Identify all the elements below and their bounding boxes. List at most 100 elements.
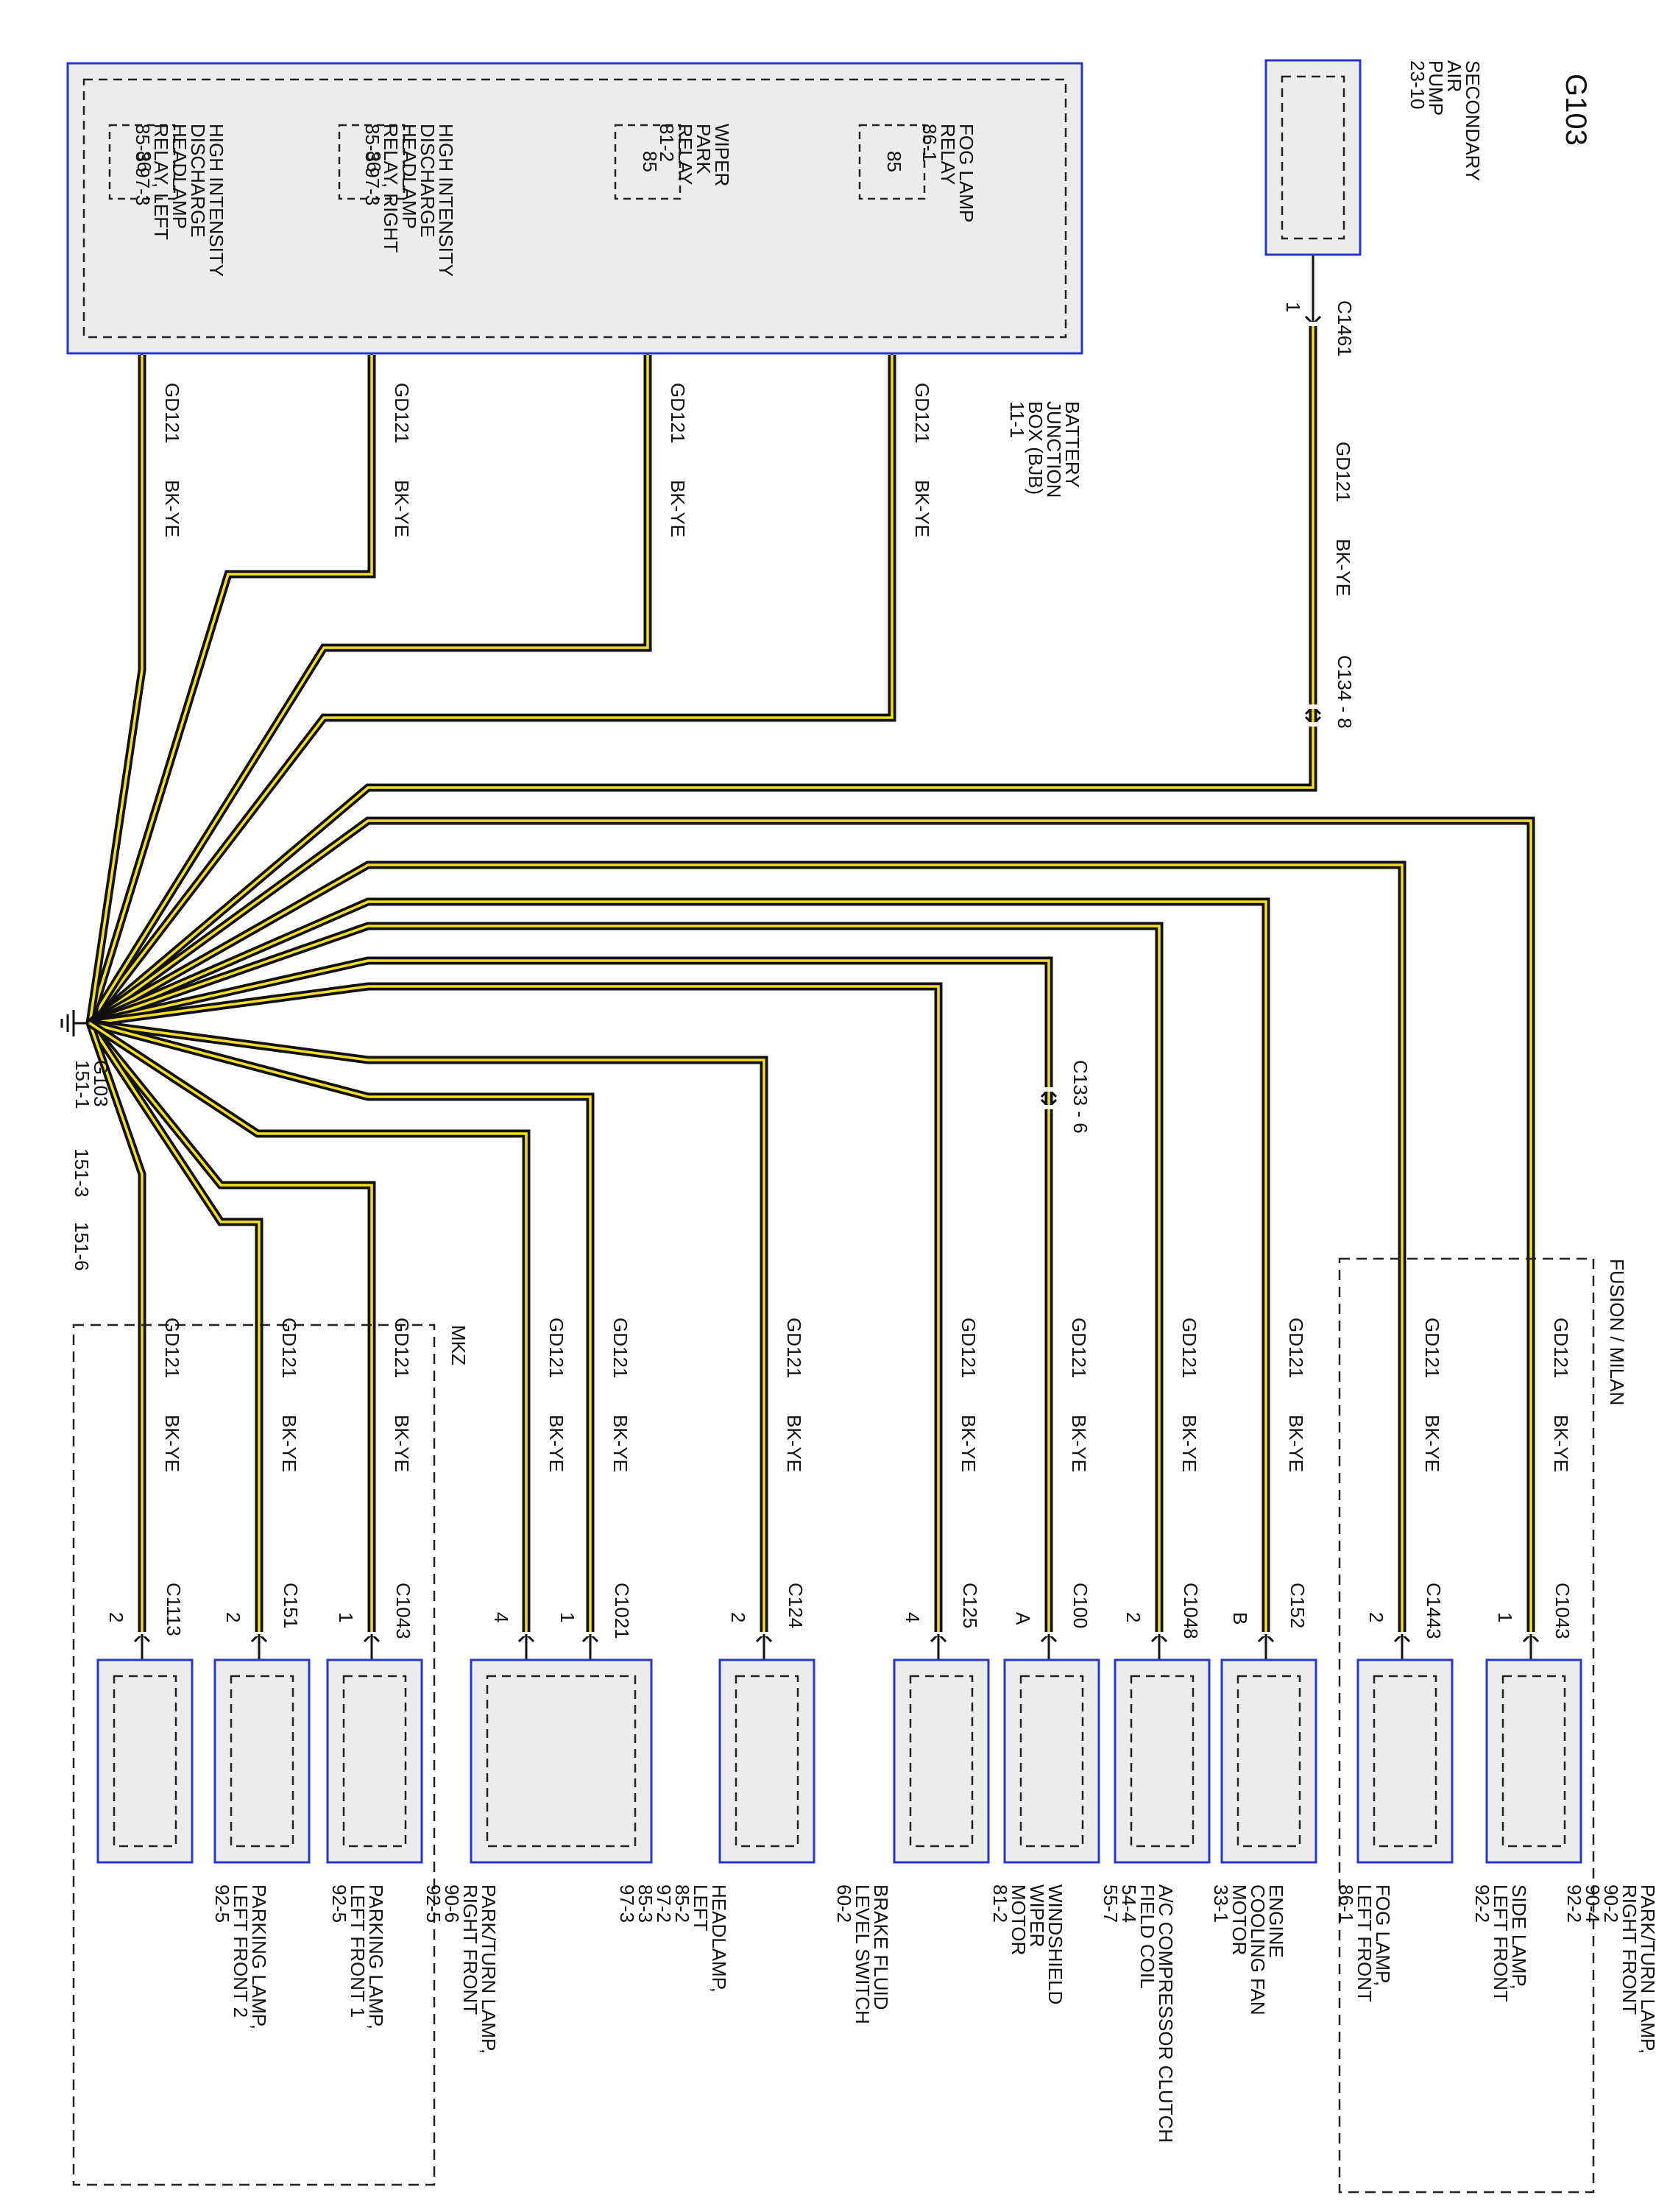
wire-hid-left-circuit-line: GD121	[161, 383, 183, 443]
component-c8-label: HEADLAMP,LEFT85-297-285-397-3	[616, 1884, 730, 1993]
relay-hidr-box	[338, 124, 406, 200]
wire-c6-color-line: BK-YE	[958, 1415, 980, 1472]
component-c4-connector: C1048	[1180, 1583, 1202, 1639]
wire-c1-color-line: BK-YE	[1550, 1415, 1572, 1472]
component-c5	[1003, 1658, 1100, 1864]
wire-c10-circuit: GD121	[278, 1318, 300, 1378]
wire-c11-color: BK-YE	[161, 1415, 183, 1472]
components-layer	[66, 59, 1595, 2194]
wire-c7-inner	[89, 1022, 765, 1634]
wire-c3-color-line: BK-YE	[1285, 1415, 1307, 1472]
relay-hidl-label-line: RELAY, LEFT	[150, 124, 172, 240]
wire-c1-color: BK-YE	[1550, 1415, 1572, 1472]
relay-hidr-pin: 86	[363, 151, 385, 172]
wire-c4-color: BK-YE	[1178, 1415, 1200, 1472]
component-c4-label-line: ENGINE	[1265, 1884, 1287, 1958]
component-c3-pin: B	[1229, 1612, 1251, 1625]
wire-c2-color: BK-YE	[1421, 1415, 1443, 1472]
wire-c2-color-line: BK-YE	[1421, 1415, 1443, 1472]
connector-c133-label: C133 - 6	[1069, 1060, 1091, 1134]
component-c9-inner	[342, 1675, 407, 1848]
wire-wiper-relay-circuit-line: GD121	[667, 383, 689, 443]
component-c2-label: SIDE LAMP,LEFT FRONT92-2	[1471, 1884, 1530, 2002]
wire-fog-relay-inner	[88, 355, 894, 1025]
component-c1-pin: 1	[1494, 1612, 1516, 1622]
component-c8-label-line: 97-2	[653, 1884, 675, 1923]
wire-c10-circuit-line: GD121	[278, 1318, 300, 1378]
component-c1-label-line: PARK/TURN LAMP,	[1637, 1884, 1656, 2054]
wire-c3-inner	[89, 900, 1267, 1634]
component-c6-pin-line: 4	[902, 1612, 924, 1622]
ground-ref-2: 151-3	[71, 1148, 93, 1198]
component-c8-label-line: HEADLAMP,	[708, 1884, 730, 1993]
wire-c11-circuit-line: GD121	[161, 1318, 183, 1378]
relay-fog-label: FOG LAMPRELAY86-1	[919, 124, 977, 222]
wire-c6-outer	[89, 982, 943, 1634]
relay-fog-label-line: 86-1	[919, 124, 941, 162]
component-c5-inner	[1019, 1675, 1084, 1848]
wire-c7-color: BK-YE	[783, 1415, 805, 1472]
component-c8-connector: C1021	[611, 1583, 633, 1639]
wire-c2-circuit-line: GD121	[1421, 1318, 1443, 1378]
relay-hidr-label-line: 85-3 97-3	[361, 124, 383, 205]
component-c3-connector: C152	[1287, 1583, 1309, 1628]
wire-c10-inner	[88, 1022, 261, 1634]
component-c10-pin: 2	[222, 1612, 244, 1622]
component-c3-inner	[1236, 1675, 1301, 1848]
component-c11-pin: 2	[105, 1612, 127, 1622]
connector-c133-label-line: C133 - 6	[1069, 1060, 1091, 1134]
wire-hid-left-color-line: BK-YE	[161, 480, 183, 537]
component-c9-connector-line: C1043	[392, 1583, 414, 1639]
component-c2-connector-line: C1443	[1423, 1583, 1445, 1639]
relay-hidr-label-line: HEADLAMP	[398, 124, 420, 229]
wire-c5-circuit-line: GD121	[1068, 1318, 1090, 1378]
component-c1-label-line: 90-4	[1582, 1884, 1604, 1923]
wire-c6-circuit-line: GD121	[958, 1318, 980, 1378]
ground-ref-2-line: 151-3	[71, 1148, 93, 1198]
wire-c11-outer	[85, 1022, 146, 1634]
relay-hidl-label-line: HEADLAMP	[169, 124, 191, 229]
secondary-air-pump-label-line: 23-10	[1406, 60, 1429, 110]
component-c1-inner	[1501, 1675, 1566, 1848]
wire-c9-color-line: BK-YE	[391, 1415, 413, 1472]
component-c4-label: ENGINECOOLING FANMOTOR33-1	[1210, 1884, 1287, 2015]
component-c11-label-line: 92-5	[211, 1884, 233, 1923]
component-c4-label-line: MOTOR	[1228, 1884, 1250, 1955]
component-c9-pin: 1	[335, 1612, 357, 1622]
component-c5-label: A/C COMPRESSOR CLUTCHFIELD COIL54-455-7	[1100, 1884, 1177, 2143]
relay-fog-pin: 85	[883, 151, 905, 172]
component-c4-label-line: 33-1	[1210, 1884, 1232, 1923]
component-c9-pin-line: 1	[335, 1612, 357, 1622]
wire-c9-inner	[88, 1022, 373, 1634]
component-c1-label-line: 92-2	[1563, 1884, 1585, 1923]
relay-fog-label-line: RELAY	[937, 124, 959, 185]
component-c9-connector: C1043	[392, 1583, 414, 1639]
wire-c8-pin4-color-line: BK-YE	[545, 1415, 567, 1472]
group-fusion-milan-label: FUSION / MILAN	[1606, 1259, 1628, 1405]
component-c6	[893, 1658, 990, 1864]
wire-fog-relay-color-line: BK-YE	[911, 480, 933, 537]
group-fusion-milan	[1338, 1257, 1595, 2194]
component-c10-label-line: LEFT FRONT 1	[347, 1884, 369, 2018]
component-c2-connector: C1443	[1423, 1583, 1445, 1639]
wire-hid-left-inner	[88, 355, 144, 1024]
component-c4-connector-line: C1048	[1180, 1583, 1202, 1639]
bjb-name: BATTERYJUNCTIONBOX (BJB)11-1	[1006, 401, 1083, 498]
component-c4	[1114, 1658, 1211, 1864]
component-c5-pin: A	[1012, 1612, 1034, 1625]
component-c11-label-line: LEFT FRONT 2	[230, 1884, 252, 2018]
component-c7-label-line: 60-2	[833, 1884, 855, 1923]
relay-wiper-label-line: WIPER	[711, 124, 733, 186]
connector-c1461-label: C1461	[1334, 300, 1356, 357]
component-c7-label-line: BRAKE FLUID	[870, 1884, 892, 2010]
component-c7-inner	[735, 1675, 799, 1848]
component-c10	[213, 1658, 311, 1864]
wire-c3-circuit-line: GD121	[1285, 1318, 1307, 1378]
component-c6-label-line: WIPER	[1026, 1884, 1048, 1947]
component-c3-pin-line: B	[1229, 1612, 1251, 1625]
wire-c8-pin1-inner	[89, 1022, 592, 1634]
component-c11	[96, 1658, 194, 1864]
component-c8-label-line: LEFT	[690, 1884, 712, 1932]
component-c6-label-line: WINDSHIELD	[1044, 1884, 1066, 2004]
component-c1-label-line: 90-2	[1600, 1884, 1622, 1923]
